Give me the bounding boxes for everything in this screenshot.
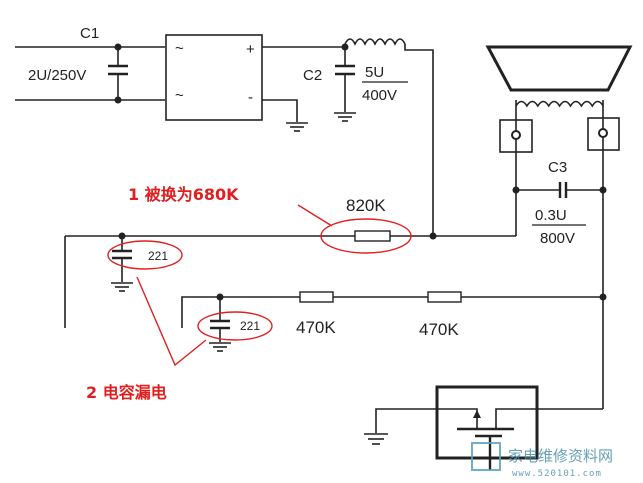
- c1-label: C1: [80, 25, 99, 42]
- c2-value-bottom: 400V: [362, 87, 397, 104]
- r3-label: 470K: [419, 320, 459, 339]
- c2-value-top: 5U: [365, 64, 384, 81]
- terminal-left: [499, 119, 533, 153]
- watermark-site: 家电维修资料网: [508, 447, 613, 465]
- annotation-marks: [107, 204, 412, 367]
- bridge-ac1: ~: [175, 40, 184, 57]
- r1-label: 820K: [346, 196, 386, 215]
- capacitor-plates: [108, 64, 568, 330]
- book-icon: [471, 442, 501, 471]
- arrow-icon: [473, 410, 481, 418]
- watermark-logo: 家电维修资料网 www.520101.com: [471, 442, 613, 479]
- igbt-module: [435, 385, 539, 460]
- annotation-1: 1 被换为680K: [128, 185, 239, 204]
- resistor-470k-1: [299, 291, 334, 303]
- choke-inductor: [344, 38, 406, 46]
- terminal-left-post: [511, 130, 521, 140]
- c3-label: C3: [548, 159, 567, 176]
- cap-b-label: 221: [240, 319, 260, 333]
- ground-symbols: [111, 112, 388, 445]
- terminal-right-post: [598, 128, 608, 138]
- c3-value-top: 0.3U: [535, 207, 567, 224]
- terminal-right: [587, 117, 620, 151]
- watermark-url: www.520101.com: [512, 469, 602, 479]
- c3-value-bottom: 800V: [540, 230, 575, 247]
- igbt-symbol: [457, 427, 514, 470]
- r2-label: 470K: [296, 318, 336, 337]
- coil-winding: [515, 100, 604, 108]
- resistor-470k-2: [427, 291, 462, 303]
- bridge-ac2: ~: [175, 87, 184, 104]
- junction-dots: [114, 43, 607, 301]
- wires: [15, 44, 604, 433]
- bridge-plus: +: [246, 41, 255, 58]
- bridge-rectifier: [165, 34, 263, 121]
- cap-a-label: 221: [148, 249, 168, 263]
- annotation-2: 2 电容漏电: [86, 383, 167, 402]
- c1-value: 2U/250V: [28, 67, 86, 84]
- c2-label: C2: [303, 67, 322, 84]
- cooking-plate: [485, 45, 633, 92]
- bridge-minus: -: [248, 89, 253, 106]
- resistor-820k: [354, 230, 391, 242]
